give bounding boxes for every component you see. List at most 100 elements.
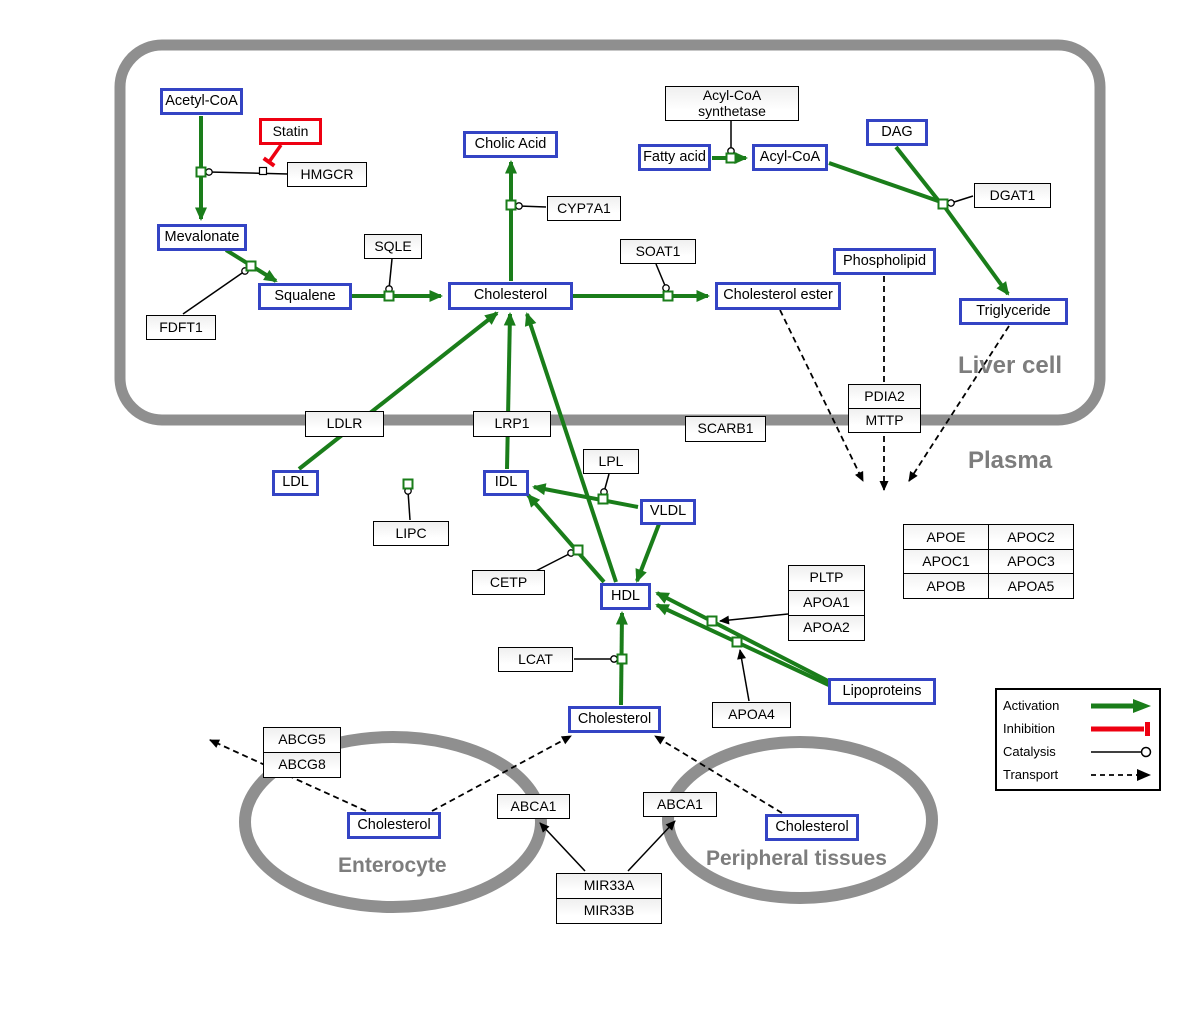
- node-hdl[interactable]: HDL: [600, 583, 651, 610]
- node-lcat[interactable]: LCAT: [498, 647, 573, 672]
- edge-hdl-cholesterol: [524, 312, 618, 583]
- transport-cholesterolester-plasma: [779, 309, 864, 482]
- apo-cell-apoc3[interactable]: APOC3: [988, 548, 1073, 573]
- legend-inhibition-label: Inhibition: [1003, 721, 1056, 736]
- node-mir33b[interactable]: MIR33B: [556, 898, 662, 924]
- node-cholic-acid[interactable]: Cholic Acid: [463, 131, 558, 158]
- node-cetp[interactable]: CETP: [472, 570, 545, 595]
- legend-transport: Transport: [1003, 763, 1153, 786]
- node-abca1-right[interactable]: ABCA1: [643, 792, 717, 817]
- arrow-apoa4-to-node: [737, 649, 750, 702]
- node-acyl-coa-synthetase[interactable]: Acyl-CoA synthetase: [665, 86, 799, 121]
- arrow-pltp-stack-to-node: [719, 613, 789, 625]
- node-squalene[interactable]: Squalene: [258, 283, 352, 310]
- node-acyl-coa[interactable]: Acyl-CoA: [752, 144, 828, 171]
- node-mevalonate[interactable]: Mevalonate: [157, 224, 247, 251]
- arrow-mir33-to-abca1-left: [539, 822, 586, 872]
- node-mttp[interactable]: MTTP: [848, 408, 921, 433]
- catalysis-edges: [182, 121, 974, 663]
- node-acetyl-coa[interactable]: Acetyl-CoA: [160, 88, 243, 115]
- node-dag[interactable]: DAG: [866, 119, 928, 146]
- apo-cell-apoc1[interactable]: APOC1: [903, 548, 988, 573]
- edge-node-triglyceride: [942, 204, 1010, 296]
- node-hmgcr[interactable]: HMGCR: [287, 162, 367, 187]
- catalysis-lipc: [404, 487, 412, 521]
- edge-dag-to-node: [894, 145, 940, 202]
- node-triglyceride[interactable]: Triglyceride: [959, 298, 1068, 325]
- legend-transport-label: Transport: [1003, 767, 1059, 782]
- inhibition-edges: [262, 143, 283, 168]
- edge-lipoproteins-hdl-lower: [655, 603, 847, 695]
- apo-cell-apoc2[interactable]: APOC2: [988, 524, 1073, 549]
- node-fdft1[interactable]: FDFT1: [146, 315, 216, 340]
- node-apoa1[interactable]: APOA1: [788, 590, 865, 616]
- transport-peripheral-to-plasma: [654, 735, 783, 814]
- catalysis-lpl: [600, 473, 610, 496]
- legend-activation-label: Activation: [1003, 698, 1060, 713]
- legend-catalysis: Catalysis: [1003, 740, 1153, 763]
- edge-lipoproteins-hdl-upper: [655, 591, 833, 685]
- node-cholesterol-liver[interactable]: Cholesterol: [448, 282, 573, 310]
- node-phospholipid[interactable]: Phospholipid: [833, 248, 936, 275]
- node-lipoproteins[interactable]: Lipoproteins: [828, 678, 936, 705]
- liver-cell-label: Liver cell: [958, 352, 1063, 379]
- node-abcg5[interactable]: ABCG5: [263, 727, 341, 753]
- node-ldlr[interactable]: LDLR: [305, 411, 384, 437]
- edge-vldl-idl: [532, 483, 639, 509]
- inhibition-tbar-icon: [1091, 721, 1150, 736]
- catalysis-sqle: [385, 258, 393, 293]
- node-sqle[interactable]: SQLE: [364, 234, 422, 259]
- node-fatty-acid[interactable]: Fatty acid: [638, 144, 711, 171]
- node-abcg8[interactable]: ABCG8: [263, 752, 341, 778]
- catalysis-cyp7a1: [515, 202, 547, 210]
- peripheral-tissues-label: Peripheral tissues: [706, 847, 887, 870]
- node-apoa2[interactable]: APOA2: [788, 615, 865, 641]
- transport-dashed-arrow-icon: [1091, 768, 1151, 781]
- node-ldl[interactable]: LDL: [272, 470, 319, 496]
- catalysis-hmgcr: [205, 168, 289, 176]
- activation-arrow-icon: [1091, 698, 1151, 713]
- legend-inhibition: Inhibition: [1003, 717, 1153, 740]
- enterocyte-label: Enterocyte: [338, 854, 447, 877]
- legend-activation: Activation: [1003, 694, 1153, 717]
- transport-enterocyte-to-plasma: [431, 735, 572, 812]
- node-statin[interactable]: Statin: [259, 118, 322, 145]
- peripheral-tissues-outline: [662, 736, 938, 904]
- catalysis-circle-icon: [1091, 746, 1152, 757]
- legend: Activation Inhibition Catalysis Transpor…: [995, 688, 1161, 791]
- edge-ldl-cholesterol: [297, 311, 499, 471]
- node-pdia2[interactable]: PDIA2: [848, 384, 921, 409]
- transport-triglyceride-plasma: [908, 325, 1010, 482]
- edge-idl-cholesterol: [503, 312, 516, 470]
- node-lipc[interactable]: LIPC: [373, 521, 449, 546]
- edge-hdl-idl: [526, 493, 606, 584]
- node-abca1-left[interactable]: ABCA1: [497, 794, 570, 819]
- node-lpl[interactable]: LPL: [583, 449, 639, 474]
- node-pltp[interactable]: PLTP: [788, 565, 865, 591]
- node-idl[interactable]: IDL: [483, 470, 529, 496]
- node-vldl[interactable]: VLDL: [640, 499, 696, 525]
- enterocyte-outline: [239, 731, 547, 913]
- node-cholesterol-peripheral[interactable]: Cholesterol: [765, 814, 859, 841]
- catalysis-fdft1: [182, 267, 249, 315]
- node-cyp7a1[interactable]: CYP7A1: [547, 196, 621, 221]
- liver-cell-outline: [114, 39, 1106, 426]
- catalysis-soat1: [655, 263, 670, 292]
- node-lrp1[interactable]: LRP1: [473, 411, 551, 437]
- node-soat1[interactable]: SOAT1: [620, 239, 696, 264]
- node-scarb1[interactable]: SCARB1: [685, 416, 766, 442]
- node-mir33a[interactable]: MIR33A: [556, 873, 662, 899]
- apo-cell-apoa5[interactable]: APOA5: [988, 573, 1073, 598]
- compartment-shapes: [114, 39, 1106, 913]
- node-cholesterol-ester[interactable]: Cholesterol ester: [715, 282, 841, 310]
- node-apoa4[interactable]: APOA4: [712, 702, 791, 728]
- apo-cell-apoe[interactable]: APOE: [903, 524, 988, 549]
- apolipoprotein-table: APOE APOC2 APOC1 APOC3 APOB APOA5: [903, 524, 1074, 599]
- node-cholesterol-plasma[interactable]: Cholesterol: [568, 706, 661, 733]
- apo-cell-apob[interactable]: APOB: [903, 573, 988, 598]
- plasma-label: Plasma: [968, 447, 1053, 474]
- node-dgat1[interactable]: DGAT1: [974, 183, 1051, 208]
- node-cholesterol-enterocyte[interactable]: Cholesterol: [347, 812, 441, 839]
